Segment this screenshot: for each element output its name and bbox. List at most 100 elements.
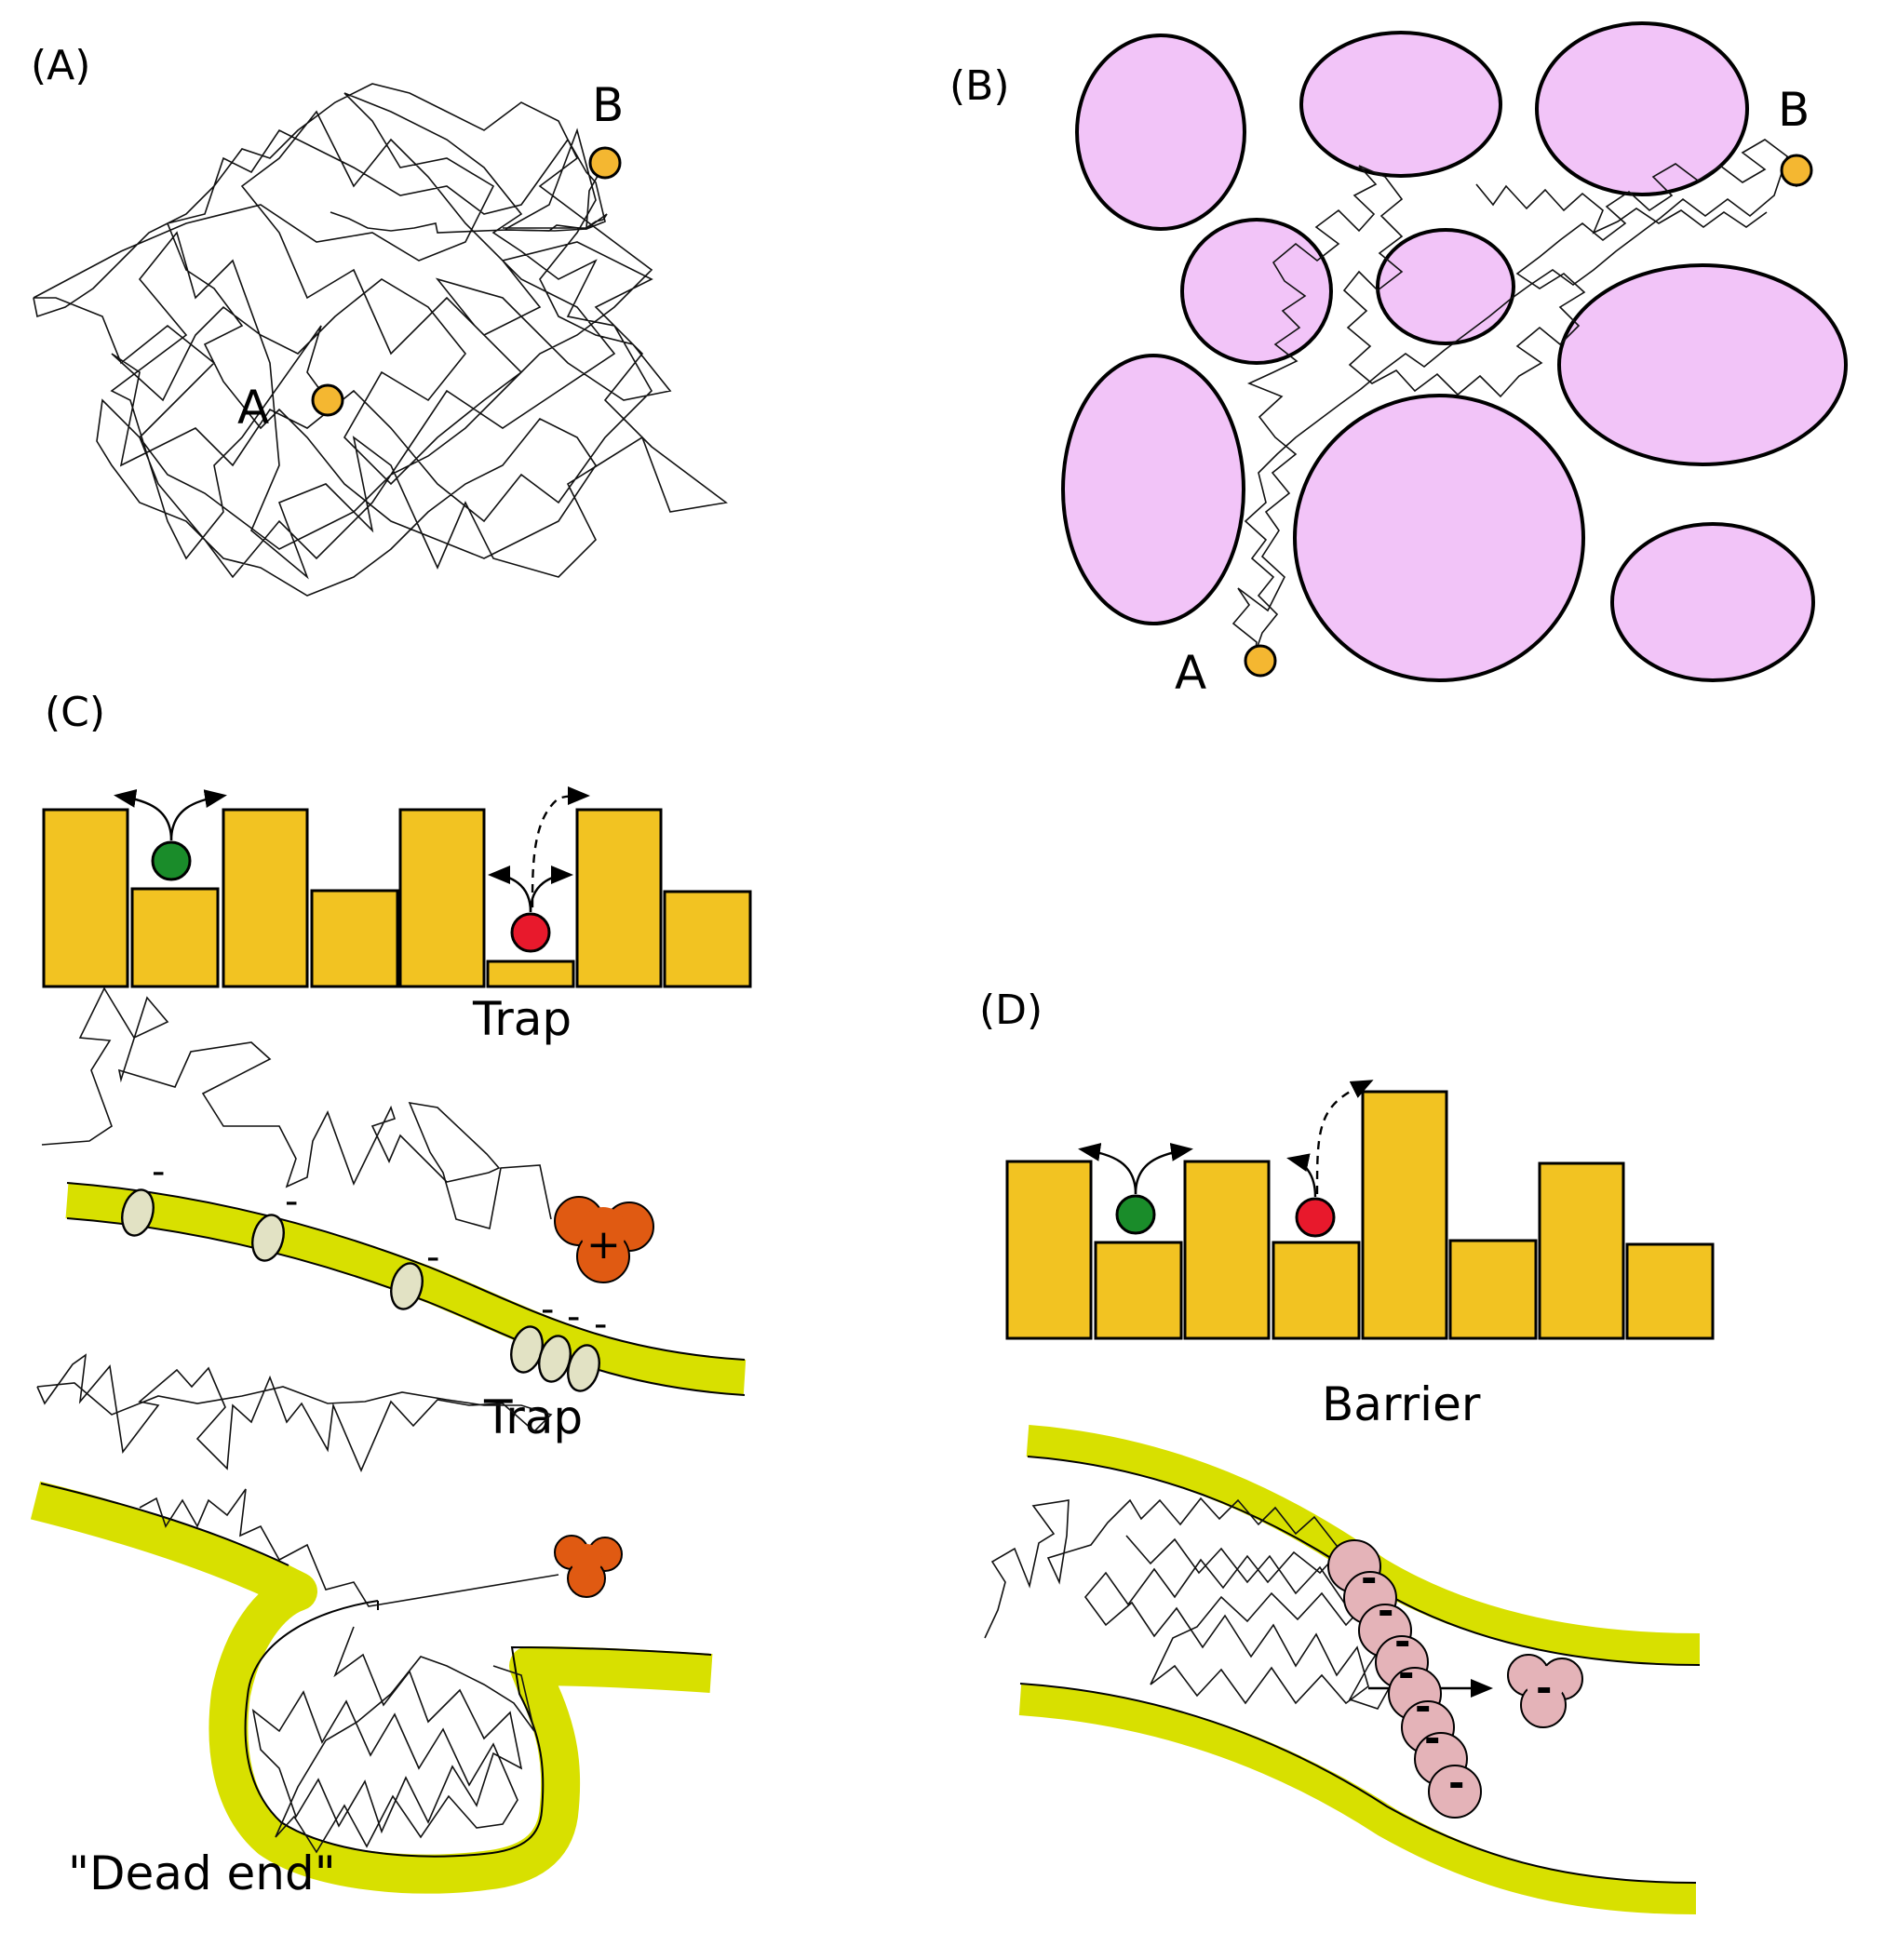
panel-b-obstacle <box>1610 522 1815 682</box>
panel-a-walk-end <box>330 211 608 234</box>
panel-d-bar <box>1094 1241 1183 1340</box>
panel-c-pocket-membrane <box>30 1481 713 1894</box>
panel-b-start-point <box>1244 644 1277 678</box>
panel-b-walk-detail <box>1475 183 1768 235</box>
panel-c-binding-site <box>567 1344 600 1392</box>
panel-c-label: (C) <box>45 689 105 736</box>
panel-d-negative-sign: - <box>1448 1760 1464 1806</box>
panel-c-negative-sign: - <box>567 1295 580 1338</box>
panel-c-membrane-edge <box>66 1217 746 1396</box>
panel-c-bar <box>222 808 309 988</box>
panel-d-escape-arrow <box>1315 1080 1374 1195</box>
panel-a-end-label: B <box>592 78 624 132</box>
panel-c-binding-site <box>121 1188 155 1237</box>
panel-c-trapped-particle <box>510 912 551 953</box>
panel-a-start-point <box>311 383 344 417</box>
panel-c-bar <box>663 890 752 988</box>
panel-c-escape-arrow <box>531 786 590 908</box>
panel-c-protein-positive <box>554 1196 654 1283</box>
panel-b-obstacle <box>1535 21 1749 196</box>
panel-c-binding-site <box>251 1214 285 1262</box>
panel-a-random-walk <box>33 83 728 597</box>
panel-d-negative-sign: - <box>1398 1650 1414 1696</box>
panel-b-end-label: B <box>1778 83 1810 137</box>
panel-d-bar <box>1625 1242 1715 1340</box>
panel-b-label: (B) <box>949 62 1010 110</box>
panel-b-start-label: A <box>1175 646 1206 700</box>
panel-a: (A) A B <box>31 42 728 597</box>
panel-d-negative-sign: - <box>1415 1684 1431 1729</box>
panel-c-bar <box>398 808 486 988</box>
panel-c-mobile-particle <box>151 840 192 881</box>
panel-b-obstacle <box>1075 34 1246 231</box>
panel-d-hop-arrow-back <box>1286 1153 1317 1198</box>
panel-d-bar <box>1272 1241 1361 1340</box>
panel-c-bar <box>575 808 663 988</box>
panel-c-bar <box>130 887 220 988</box>
panel-c-walk-middle <box>36 1353 553 1473</box>
panel-d-negative-sign: - <box>1361 1555 1377 1601</box>
panel-d-ion <box>1507 1654 1583 1728</box>
panel-c-protein-small <box>554 1535 623 1598</box>
panel-b: (B) A B <box>949 21 1848 700</box>
panel-d-hop-arrow-left <box>1078 1143 1137 1195</box>
panel-a-start-label: A <box>237 381 269 435</box>
panel-d-label: (D) <box>979 987 1043 1034</box>
panel-d-negative-sign: - <box>1424 1715 1440 1761</box>
panel-c-walk-upper <box>41 987 552 1230</box>
panel-d-mobile-particle <box>1115 1194 1156 1235</box>
panel-d-bar <box>1361 1090 1448 1340</box>
panel-c-negative-sign: - <box>541 1288 554 1331</box>
panel-d: (D) Barrier <box>979 987 1715 1914</box>
panel-c-pocket-edge <box>40 1483 289 1566</box>
panel-a-label: (A) <box>31 42 90 89</box>
panel-c-negative-sign: - <box>152 1150 165 1193</box>
panel-d-ion-sign: - <box>1536 1665 1552 1711</box>
panel-c-negative-sign: - <box>594 1303 607 1346</box>
panel-c-membrane-trap-caption: Trap <box>483 1390 583 1444</box>
panel-c: (C) Trap - - - - - <box>30 689 752 1900</box>
panel-a-walk-to-b <box>503 162 606 229</box>
panel-d-negative-sign: - <box>1378 1588 1393 1633</box>
panel-c-membrane <box>65 1183 747 1395</box>
panel-b-obstacle <box>1061 354 1245 625</box>
panel-d-bar <box>1448 1239 1538 1340</box>
panel-b-obstacle <box>1299 31 1502 178</box>
panel-b-obstacle <box>1293 394 1585 682</box>
panel-c-pocket-edge <box>244 1600 712 1858</box>
panel-c-trap-arrow-left <box>488 866 532 913</box>
panel-c-hop-arrow-right <box>169 789 227 841</box>
panel-c-negative-sign: - <box>285 1180 298 1223</box>
panel-c-bar <box>310 889 399 988</box>
panel-d-bar <box>1183 1160 1271 1340</box>
panel-c-walk-lower <box>139 1488 559 1607</box>
panel-d-random-walk <box>984 1497 1397 1710</box>
panel-c-trap-arrow-right <box>529 866 573 913</box>
panel-c-negative-sign: - <box>426 1236 439 1279</box>
panel-c-positive-sign: + <box>586 1221 621 1269</box>
panel-c-walk-pocket <box>251 1626 535 1854</box>
panel-c-dead-end-caption: "Dead end" <box>68 1846 336 1900</box>
panel-d-negative-sign: - <box>1394 1618 1410 1664</box>
panel-b-obstacle <box>1376 228 1515 345</box>
panel-a-end-point <box>588 146 622 180</box>
panel-d-hop-arrow-right <box>1134 1143 1193 1195</box>
panel-d-blocked-particle <box>1295 1197 1336 1238</box>
panel-c-binding-site <box>390 1262 424 1310</box>
panel-b-obstacle <box>1557 263 1848 466</box>
panel-d-bar <box>1005 1160 1093 1340</box>
panel-d-charged-chain <box>1327 1539 1482 1819</box>
panel-c-membrane-edge <box>66 1182 746 1361</box>
panel-c-trap-caption: Trap <box>472 992 572 1046</box>
panel-c-bar <box>42 808 129 988</box>
panel-d-channel-wall-lower <box>1018 1684 1697 1914</box>
panel-c-hop-arrow-left <box>114 789 173 841</box>
panel-d-channel-wall-lower-edge <box>1019 1683 1697 1884</box>
panel-b-random-walk <box>1231 139 1788 655</box>
panel-d-barrier-caption: Barrier <box>1322 1377 1481 1431</box>
panel-d-bar <box>1538 1161 1625 1340</box>
panel-b-obstacle <box>1180 218 1333 365</box>
panel-c-bar <box>486 960 575 988</box>
panel-b-end-point <box>1780 154 1813 187</box>
